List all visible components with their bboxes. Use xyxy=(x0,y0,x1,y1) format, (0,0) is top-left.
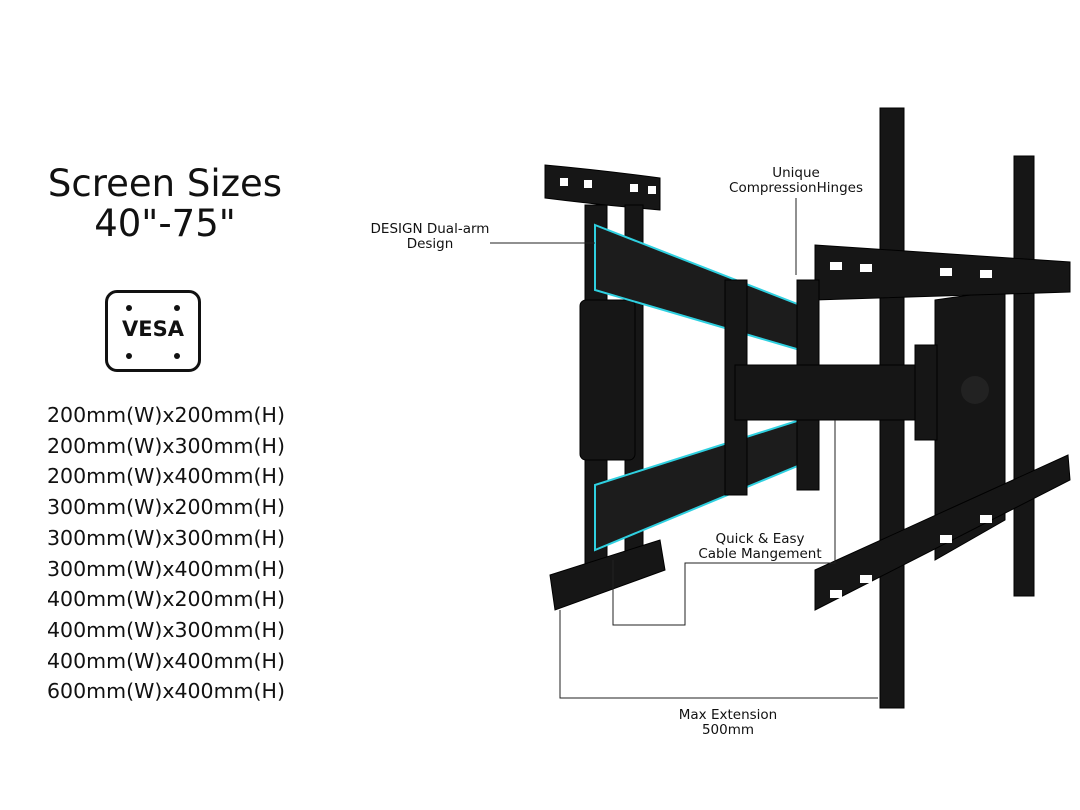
vesa-size-item: 400mm(W)x400mm(H) xyxy=(47,648,285,673)
screen-sizes-title: Screen Sizes 40"-75" xyxy=(30,164,300,244)
wall-plate-top xyxy=(544,164,661,211)
callout-line-cable xyxy=(612,420,836,626)
vesa-size-item: 300mm(W)x400mm(H) xyxy=(47,556,285,581)
vertical-rail xyxy=(1013,155,1035,597)
vesa-hole-icon xyxy=(174,305,180,311)
vesa-hole-icon xyxy=(126,305,132,311)
vesa-size-item: 200mm(W)x200mm(H) xyxy=(47,403,285,427)
vesa-size-item: 300mm(W)x300mm(H) xyxy=(47,525,285,550)
vesa-size-item: 400mm(W)x200mm(H) xyxy=(47,587,285,612)
tilt-bracket xyxy=(914,344,938,441)
callout-extension-line2: 500mm xyxy=(701,722,755,738)
title-line-1: Screen Sizes xyxy=(47,162,283,205)
callout-hinges: Unique CompressionHinges xyxy=(720,166,872,196)
vesa-size-item: 200mm(W)x300mm(H) xyxy=(47,433,285,458)
vesa-label: VESA xyxy=(122,317,184,341)
callout-extension: Max Extension 500mm xyxy=(668,708,788,738)
vesa-hole-icon xyxy=(126,353,132,359)
callout-cable-line1: Quick & Easy xyxy=(715,531,805,547)
wall-plate-middle xyxy=(579,299,636,461)
callout-dual-arm: DESIGN Dual-arm Design xyxy=(362,222,498,252)
vesa-size-item: 200mm(W)x400mm(H) xyxy=(47,464,285,489)
vesa-size-item: 400mm(W)x300mm(H) xyxy=(47,617,285,642)
callout-cable-line2: Cable Mangement xyxy=(698,546,822,562)
vesa-hole-icon xyxy=(174,353,180,359)
horizontal-bar-bottom xyxy=(814,454,1071,611)
callout-hinges-line2: CompressionHinges xyxy=(729,180,863,196)
callout-extension-line1: Max Extension xyxy=(678,707,778,723)
callout-dual-arm-line1: DESIGN Dual-arm xyxy=(370,221,490,237)
callout-hinges-line1: Unique xyxy=(772,165,820,181)
wall-plate-bottom xyxy=(549,539,666,611)
vesa-size-list: 200mm(W)x200mm(H) 200mm(W)x300mm(H) 200m… xyxy=(47,400,285,707)
extension-arm xyxy=(734,364,926,421)
callout-cable: Quick & Easy Cable Mangement xyxy=(690,532,830,562)
vesa-badge-icon: VESA xyxy=(105,290,201,372)
callout-dual-arm-line2: Design xyxy=(406,236,454,252)
vesa-size-item: 600mm(W)x400mm(H) xyxy=(47,679,285,704)
title-line-2: 40"-75" xyxy=(94,202,236,245)
callout-line-extension xyxy=(559,610,878,699)
vesa-size-item: 300mm(W)x200mm(H) xyxy=(47,495,285,520)
